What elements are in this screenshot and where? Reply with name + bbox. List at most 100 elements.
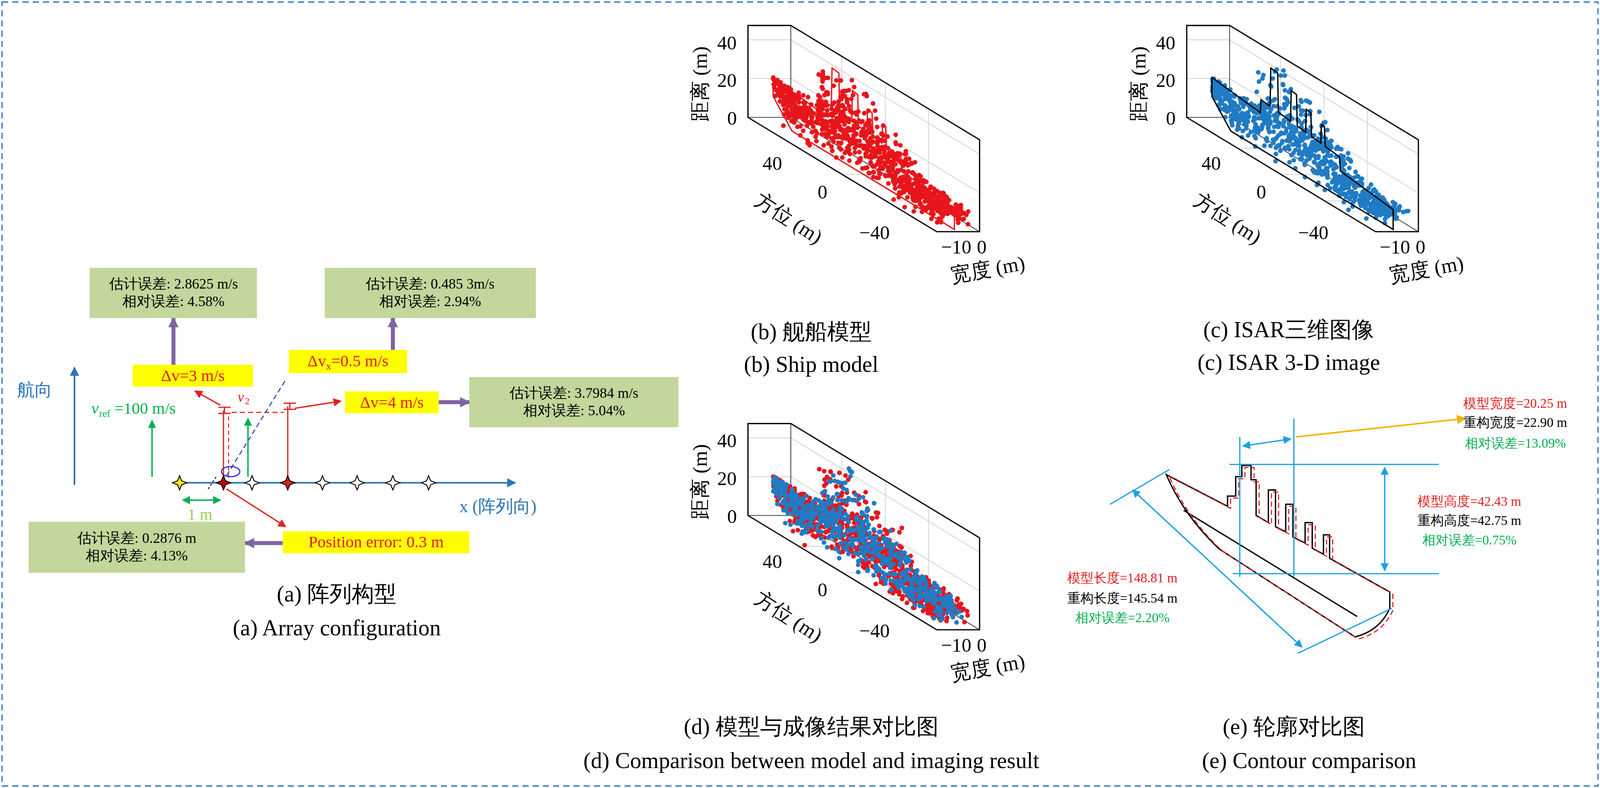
scatter-point: [906, 156, 912, 161]
scatter-point: [1275, 123, 1281, 129]
scatter-point: [866, 170, 872, 176]
scatter-point: [1347, 165, 1352, 171]
scatter-point: [955, 207, 961, 213]
scatter-point: [926, 196, 932, 201]
scatter-point: [893, 140, 899, 146]
scatter-point: [786, 112, 791, 118]
scatter-point: [1289, 128, 1295, 134]
error-arrow: [226, 488, 287, 527]
scatter-point: [1241, 111, 1247, 117]
scatter-point: [1285, 145, 1291, 150]
scatter-point: [824, 133, 830, 139]
scatter-point: [927, 200, 932, 205]
scatter-point: [1293, 126, 1299, 132]
scatter-point: [1217, 101, 1223, 107]
dashed-link: [231, 411, 284, 413]
scatter-point: [794, 111, 800, 117]
scatter-point: [849, 77, 855, 83]
scatter-point: [1284, 102, 1289, 108]
scatter-point: [1375, 206, 1381, 212]
scatter-point: [795, 527, 801, 533]
scatter-point: [1352, 175, 1357, 181]
scatter-point: [836, 102, 842, 108]
scatter-point: [873, 148, 879, 153]
scatter-point: [1292, 135, 1298, 141]
scatter-point: [838, 147, 844, 152]
scatter-point: [1332, 173, 1338, 179]
scatter-point: [1226, 107, 1232, 113]
array-elements: [172, 475, 436, 490]
scatter-point: [1347, 157, 1353, 163]
scatter-point: [843, 127, 849, 132]
scatter-point: [1305, 98, 1311, 104]
scatter-point: [1222, 102, 1228, 108]
scatter-point: [1291, 157, 1297, 163]
scatter-point: [1280, 138, 1285, 144]
scatter-point: [900, 178, 905, 184]
scatter-point: [874, 124, 880, 130]
scatter-point: [866, 154, 872, 160]
scatter-point: [841, 88, 847, 94]
scatter-point: [818, 121, 824, 127]
scatter-point: [836, 119, 842, 124]
grid-lines: [747, 437, 980, 599]
scatter-point: [1310, 167, 1316, 173]
scatter-point: [1265, 96, 1271, 101]
scatter-point: [1278, 148, 1283, 153]
scatter-point: [904, 600, 910, 606]
scatter-point: [1222, 92, 1228, 98]
i-beam: [218, 403, 297, 414]
scatter-point: [813, 138, 819, 144]
leader-arrow: [1296, 418, 1466, 437]
scatter-point: [1314, 144, 1320, 150]
scatter-point: [821, 468, 827, 474]
scatter-point: [1266, 128, 1272, 134]
scatter-point: [1281, 119, 1287, 125]
scatter-point: [1271, 140, 1277, 146]
scatter-point: [881, 160, 887, 165]
scatter-point: [840, 136, 846, 142]
scatter-point: [902, 161, 908, 167]
scatter-point: [824, 107, 830, 113]
scatter-point: [880, 166, 886, 172]
scatter-point: [813, 119, 818, 125]
scatter-point: [959, 209, 965, 215]
scatter-point: [905, 194, 910, 200]
scatter-point: [1333, 183, 1338, 189]
scatter-point: [909, 170, 915, 176]
scatter-point: [1236, 106, 1242, 112]
scatter-point: [895, 167, 900, 173]
scatter-point: [918, 174, 924, 179]
scatter-point: [1319, 143, 1324, 149]
scatter-point: [1268, 121, 1273, 126]
scatter-point: [886, 180, 891, 186]
scatter-point: [809, 129, 815, 135]
scatter-point: [1333, 165, 1338, 171]
scatter-point: [877, 150, 883, 155]
scatter-point: [1254, 89, 1260, 95]
scatter-point: [845, 145, 850, 151]
scatter-point: [821, 143, 827, 148]
scatter-point: [1341, 185, 1347, 191]
scatter-point: [1370, 202, 1375, 208]
scatter-point: [1262, 143, 1267, 149]
scatter-point: [1278, 73, 1284, 79]
array-element: [315, 475, 330, 490]
scatter-point: [861, 110, 867, 116]
scatter-point: [864, 149, 870, 155]
scatter-point: [873, 116, 879, 122]
scatter-point: [839, 154, 845, 160]
velocity-arrow: [247, 418, 250, 477]
scatter-point: [819, 127, 825, 132]
scatter-point: [868, 159, 873, 165]
scatter-point: [935, 204, 940, 210]
scatter-point: [926, 205, 932, 210]
scatter-point: [829, 148, 835, 154]
scatter-point: [1245, 119, 1251, 125]
scatter-point: [813, 134, 818, 140]
spacing-arrow: [182, 499, 221, 501]
height-dimension: [1384, 467, 1386, 571]
array-element: [385, 475, 400, 490]
scatter-point: [815, 115, 821, 121]
scatter-point: [1296, 151, 1302, 157]
